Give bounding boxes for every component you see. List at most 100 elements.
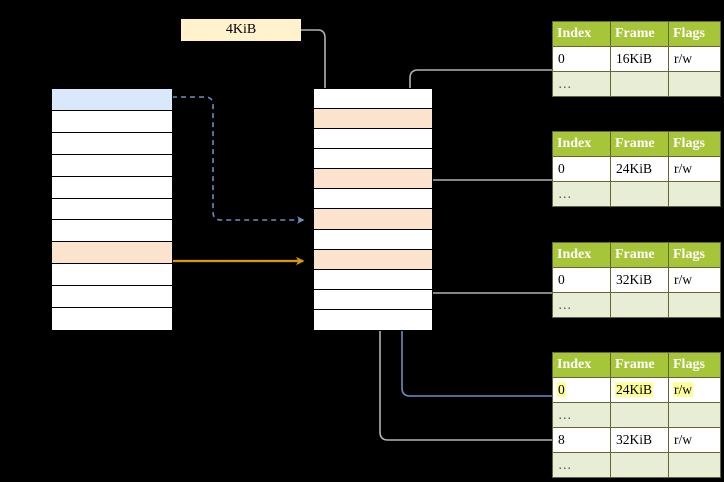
- table-cell: 32KiB: [610, 267, 669, 293]
- memory-cell: [52, 286, 172, 309]
- table-cell-text: …: [558, 297, 572, 312]
- table-cell: r/w: [668, 46, 721, 72]
- memory-cell: [52, 110, 172, 133]
- table-row: 0 16KiB r/w: [552, 46, 721, 72]
- table-header-frame: Frame: [610, 131, 669, 157]
- virtual-address-space-column: [51, 88, 173, 331]
- memory-cell: [314, 309, 432, 330]
- memory-cell: [52, 132, 172, 155]
- memory-cell: [52, 198, 172, 221]
- table-cell-text: 16KiB: [616, 51, 653, 66]
- table-header-index: Index: [552, 242, 611, 268]
- table-row: …: [552, 452, 721, 478]
- table-cell: 8: [552, 427, 611, 453]
- table-header-flags: Flags: [668, 131, 721, 157]
- table-header-flags: Flags: [668, 21, 721, 47]
- table-cell-text: r/w: [674, 272, 692, 287]
- table-cell-text: 8: [558, 432, 565, 447]
- table-header-flags: Flags: [668, 242, 721, 268]
- table-cell: 16KiB: [610, 46, 669, 72]
- table-header-frame: Frame: [610, 352, 669, 378]
- memory-cell: [52, 89, 172, 111]
- table-row: …: [552, 71, 721, 97]
- table-row: 0 24KiB r/w: [552, 377, 721, 403]
- table-cell: r/w: [668, 427, 721, 453]
- table-cell: …: [552, 292, 611, 318]
- table-cell: 0: [552, 267, 611, 293]
- memory-cell: [52, 220, 172, 243]
- table-cell-text: r/w: [674, 161, 692, 176]
- table-cell: [668, 71, 721, 97]
- table-cell-text: 0: [557, 382, 566, 397]
- table-cell: 0: [552, 46, 611, 72]
- memory-cell: [52, 264, 172, 287]
- memory-cell: [314, 89, 432, 110]
- page-size-callout: 4KiB: [181, 19, 301, 41]
- table-cell: [668, 402, 721, 428]
- memory-cell: [52, 242, 172, 265]
- page-size-label: 4KiB: [225, 22, 257, 37]
- memory-cell: [314, 269, 432, 290]
- table-header-frame: Frame: [610, 242, 669, 268]
- table-cell: [610, 402, 669, 428]
- table-cell: [668, 292, 721, 318]
- table-cell-text: 0: [558, 51, 565, 66]
- table-cell-text: …: [558, 76, 572, 91]
- table-cell: 0: [552, 156, 611, 182]
- memory-cell: [314, 209, 432, 230]
- table-cell-text: 32KiB: [616, 432, 653, 447]
- memory-cell: [314, 229, 432, 250]
- table-cell: r/w: [668, 156, 721, 182]
- table-cell-text: …: [558, 457, 572, 472]
- table-cell: [610, 292, 669, 318]
- memory-cell: [52, 176, 172, 199]
- table-cell-text: 24KiB: [615, 382, 654, 397]
- table-header-flags: Flags: [668, 352, 721, 378]
- table-cell: …: [552, 452, 611, 478]
- table-header-index: Index: [552, 131, 611, 157]
- wire-blue-dashed: [172, 96, 305, 224]
- memory-cell: [314, 149, 432, 170]
- table-row: …: [552, 181, 721, 207]
- table-cell: [610, 71, 669, 97]
- memory-cell: [52, 154, 172, 177]
- memory-cell: [314, 189, 432, 210]
- table-cell: [668, 181, 721, 207]
- table-cell: r/w: [668, 377, 721, 403]
- table-cell-text: 24KiB: [616, 161, 653, 176]
- table-cell-text: 0: [558, 161, 565, 176]
- table-header-index: Index: [552, 21, 611, 47]
- table-cell: r/w: [668, 267, 721, 293]
- table-cell: [610, 181, 669, 207]
- table-cell-text: …: [558, 186, 572, 201]
- table-cell-text: 32KiB: [616, 272, 653, 287]
- table-row: 8 32KiB r/w: [552, 427, 721, 453]
- table-cell: [610, 452, 669, 478]
- table-cell: 32KiB: [610, 427, 669, 453]
- table-cell: 24KiB: [610, 156, 669, 182]
- table-cell-text: r/w: [673, 382, 693, 397]
- table-cell-text: r/w: [674, 51, 692, 66]
- memory-cell: [314, 109, 432, 130]
- memory-cell: [314, 169, 432, 190]
- table-row: 0 24KiB r/w: [552, 156, 721, 182]
- memory-cell: [314, 129, 432, 150]
- table-header-index: Index: [552, 352, 611, 378]
- memory-cell: [314, 289, 432, 310]
- table-row: …: [552, 292, 721, 318]
- table-cell: …: [552, 181, 611, 207]
- table-cell-text: 0: [558, 272, 565, 287]
- table-header-frame: Frame: [610, 21, 669, 47]
- table-row: …: [552, 402, 721, 428]
- memory-cell: [52, 308, 172, 330]
- table-cell-text: …: [558, 407, 572, 422]
